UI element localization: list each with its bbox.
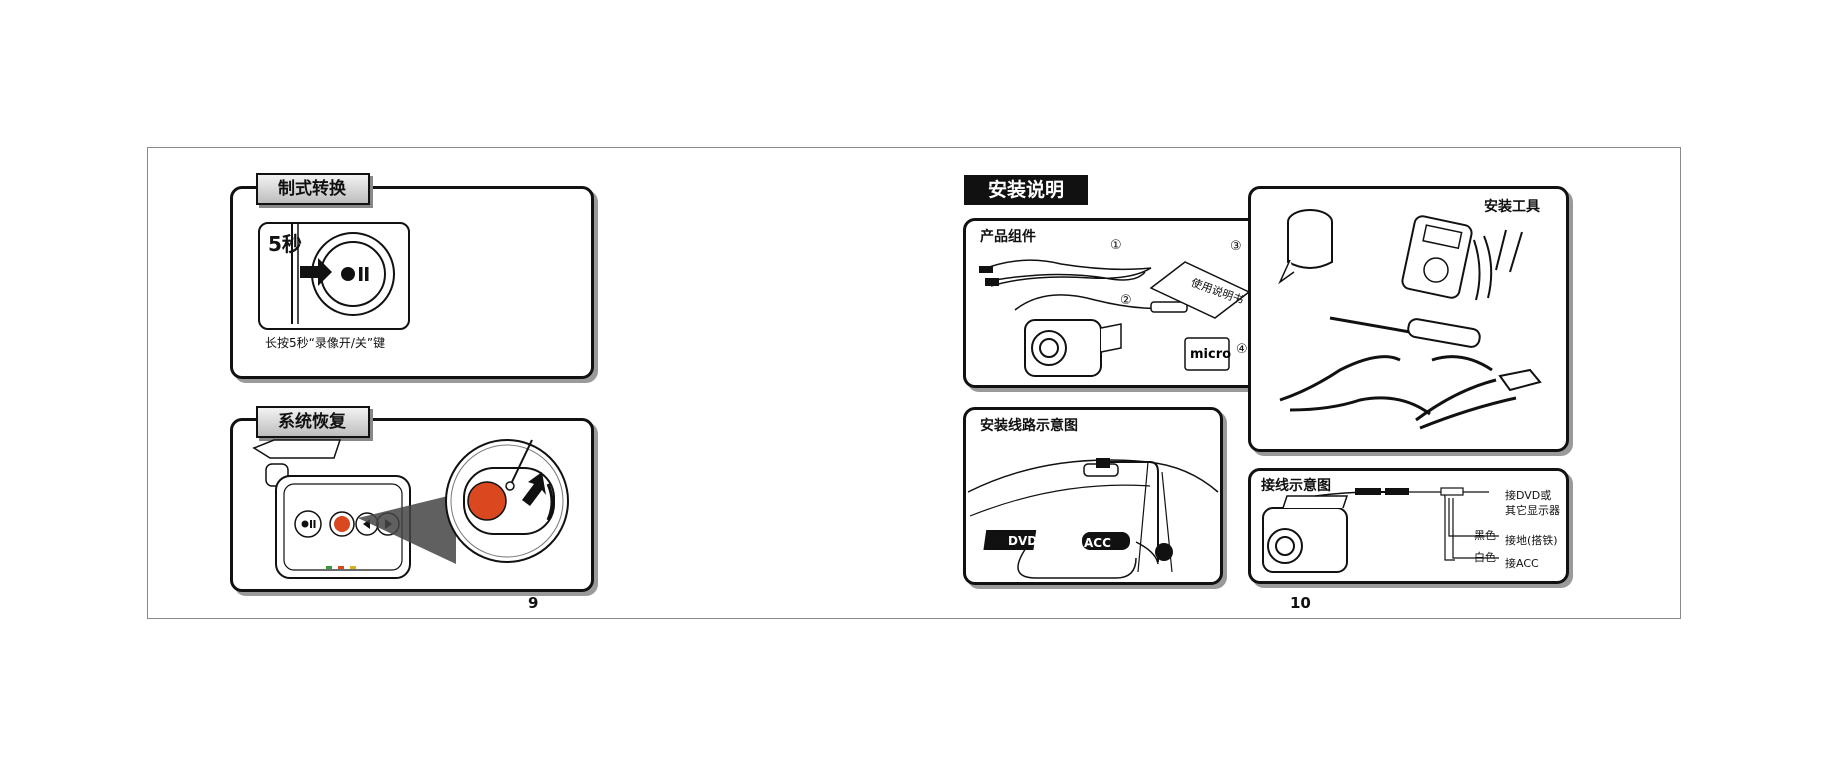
- reset-illustration: [252, 439, 569, 579]
- marker-3: ③: [1230, 239, 1242, 254]
- mode-switch-caption: 长按5秒“录像开/关”键: [265, 336, 386, 350]
- mode-switch-tab-title: 制式转换: [256, 173, 370, 205]
- connection-drawing: [1262, 487, 1499, 573]
- white-wire-label: 白色: [1474, 551, 1496, 564]
- marker-1: ①: [1110, 238, 1122, 253]
- wiring-route-drawing: [967, 458, 1219, 579]
- system-restore-tab-title: 系统恢复: [256, 406, 370, 438]
- seconds-label: 5秒: [268, 232, 302, 256]
- record-button-drawing: [291, 224, 395, 324]
- black-wire-label: 黑色: [1474, 529, 1496, 542]
- dvd-label: DVD: [1008, 534, 1038, 548]
- connection-title: 接线示意图: [1261, 478, 1331, 494]
- ground-label: 接地(搭铁): [1505, 534, 1558, 547]
- tools-drawing: [1278, 209, 1542, 430]
- components-title: 产品组件: [980, 229, 1036, 245]
- svg-text:micro: micro: [1190, 347, 1231, 362]
- page-number-right: 10: [1290, 594, 1311, 612]
- marker-2: ②: [1120, 293, 1132, 308]
- wiring-route-panel: [963, 407, 1223, 585]
- connect-dvd-label: 接DVD或: [1505, 489, 1552, 502]
- components-drawing: micro: [979, 259, 1251, 377]
- install-instructions-title: 安装说明: [964, 175, 1089, 205]
- page-frame: [147, 147, 1681, 619]
- tools-title: 安装工具: [1484, 199, 1540, 215]
- other-display-label: 其它显示器: [1505, 504, 1560, 517]
- page-number-left: 9: [528, 594, 539, 612]
- connect-acc-label: 接ACC: [1505, 557, 1539, 570]
- marker-4: ④: [1236, 342, 1248, 357]
- acc-label: ACC: [1084, 536, 1111, 550]
- wiring-route-title: 安装线路示意图: [980, 418, 1078, 434]
